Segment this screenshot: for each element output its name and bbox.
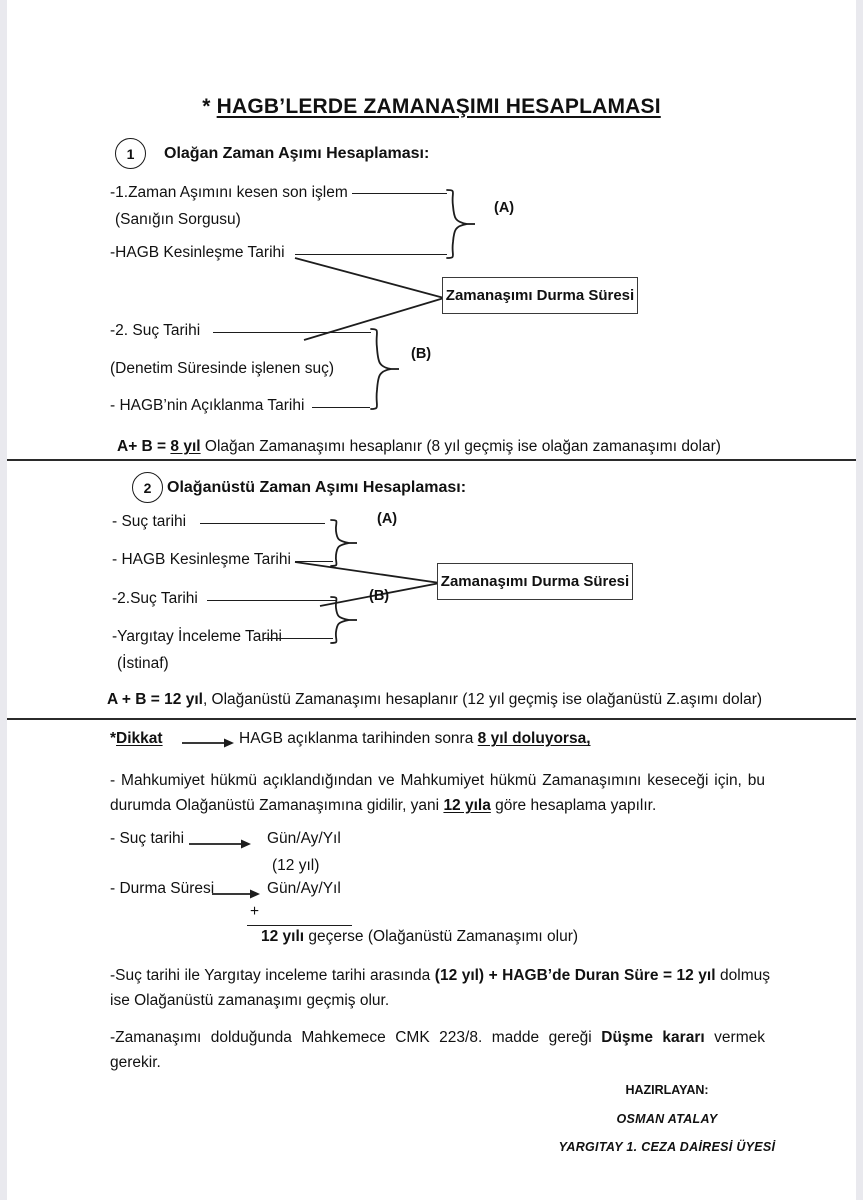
section-1-number: 1 <box>126 145 135 162</box>
section-2-group-a-label: (A) <box>377 511 398 527</box>
leader-line-s1a1 <box>352 193 447 194</box>
leader-line-s1b1 <box>213 332 371 333</box>
section-2-group-b-item-1: -2.Suç Tarihi <box>112 590 198 607</box>
paragraph-1-part-c: göre hesaplama yapılır. <box>490 797 657 814</box>
leader-line-s2b2 <box>263 638 333 639</box>
leader-line-s1a2 <box>295 254 447 255</box>
section-3-paragraph-1: - Mahkumiyet hükmü açıklandığından ve Ma… <box>110 768 765 818</box>
leader-line-s2a1 <box>200 523 325 524</box>
calc-plus-sign: + <box>250 903 260 920</box>
section-1-durma-box-label: Zamanaşımı Durma Süresi <box>445 287 635 304</box>
dikkat-text-prefix: HAGB açıklanma tarihinden sonra <box>239 730 478 747</box>
calc-result-rest: geçerse (Olağanüstü Zamanaşımı olur) <box>304 928 579 945</box>
section-2-durma-box-label: Zamanaşımı Durma Süresi <box>440 573 630 590</box>
section-1-summary: A+ B = 8 yıl Olağan Zamanaşımı hesaplanı… <box>117 438 721 456</box>
section-1-group-a-item-3: -HAGB Kesinleşme Tarihi <box>110 244 285 261</box>
connector-section-2-to-box <box>294 561 441 607</box>
section-2-summary-highlight: 12 yıl <box>164 691 203 708</box>
section-1-number-badge: 1 <box>115 138 146 169</box>
section-2-summary-suffix: , Olağanüstü Zamanaşımı hesaplanır (12 y… <box>202 691 763 708</box>
section-2-group-a-item-1: - Suç tarihi <box>112 513 187 530</box>
calc-row-1-value: Gün/Ay/Yıl <box>267 830 341 847</box>
section-2-group-b-label: (B) <box>369 588 390 604</box>
title-text: HAGB’LERDE ZAMANAŞIMI HESAPLAMASI <box>216 95 661 118</box>
section-1-group-a-item-2: (Sanığın Sorgusu) <box>115 211 241 228</box>
leader-line-s1b2 <box>312 407 370 408</box>
title-asterisk: * <box>202 95 211 118</box>
paragraph-1-part-a: - Mahkumiyet hükmü açıklandığından ve Ma… <box>110 772 765 814</box>
paragraph-2-part-c: dolmuş ise Olağanüstü zamanaşımı geçmiş … <box>110 967 770 1009</box>
section-2-group-a-item-2: - HAGB Kesinleşme Tarihi <box>112 551 291 568</box>
dikkat-text: HAGB açıklanma tarihinden sonra 8 yıl do… <box>239 730 591 748</box>
section-1-group-b-item-3: - HAGB’nin Açıklanma Tarihi <box>110 397 305 414</box>
signature-title: YARGITAY 1. CEZA DAİRESİ ÜYESİ <box>558 1140 776 1154</box>
section-2-heading: Olağanüstü Zaman Aşımı Hesaplaması: <box>167 479 467 496</box>
paragraph-3-part-a: -Zamanaşımı dolduğunda Mahkemece CMK 223… <box>110 1029 602 1046</box>
section-1-summary-suffix: Olağan Zamanaşımı hesaplanır (8 yıl geçm… <box>200 438 721 455</box>
calc-row-2-value: (12 yıl) <box>272 857 320 874</box>
calc-sum-rule <box>247 925 352 926</box>
calc-result: 12 yılı geçerse (Olağanüstü Zamanaşımı o… <box>261 928 578 946</box>
paragraph-3-part-c: vermek gerekir. <box>110 1029 765 1071</box>
dikkat-asterisk: * <box>110 730 117 747</box>
section-1-group-a-label: (A) <box>494 200 515 216</box>
section-2-group-b-item-2: -Yargıtay İnceleme Tarihi <box>112 628 283 645</box>
paragraph-2-highlight: (12 yıl) + HAGB’de Duran Süre = 12 yıl <box>434 967 716 984</box>
calc-arrow-1-icon <box>189 838 251 850</box>
section-2-number-badge: 2 <box>132 472 163 503</box>
divider-1 <box>7 459 856 461</box>
calc-row-3-label: - Durma Süresi <box>110 880 215 897</box>
section-1-durma-box: Zamanaşımı Durma Süresi <box>442 277 638 314</box>
section-1-group-b-item-2: (Denetim Süresinde işlenen suç) <box>110 360 334 377</box>
section-1-group-b-item-1: -2. Suç Tarihi <box>110 322 201 339</box>
section-3-paragraph-3: -Zamanaşımı dolduğunda Mahkemece CMK 223… <box>110 1025 765 1075</box>
brace-section-1-group-a <box>445 188 477 260</box>
brace-section-2-group-a <box>329 518 359 568</box>
brace-section-2-group-b <box>329 595 359 645</box>
section-2-summary: A + B = 12 yıl, Olağanüstü Zamanaşımı he… <box>107 691 762 709</box>
dikkat-arrow-icon <box>182 737 234 749</box>
paragraph-3-highlight: Düşme kararı <box>601 1029 705 1046</box>
section-2-number: 2 <box>143 479 152 496</box>
signature-name: OSMAN ATALAY <box>616 1112 718 1126</box>
dikkat-row: *Dikkat <box>110 730 163 748</box>
brace-section-1-group-b <box>369 327 401 411</box>
section-2-summary-prefix: A + B = <box>107 691 165 708</box>
paragraph-2-part-a: -Suç tarihi ile Yargıtay inceleme tarihi… <box>110 967 435 984</box>
divider-2 <box>7 718 856 720</box>
calc-arrow-2-icon <box>212 888 260 900</box>
signature-prepared-by: HAZIRLAYAN: <box>625 1083 709 1097</box>
section-1-group-a-item-1: -1.Zaman Aşımını kesen son işlem <box>110 184 348 201</box>
calc-row-1-label: - Suç tarihi <box>110 830 185 847</box>
calc-result-bold: 12 yılı <box>261 928 305 945</box>
dikkat-text-highlight: 8 yıl doluyorsa, <box>477 730 591 747</box>
section-1-summary-highlight: 8 yıl <box>170 438 201 455</box>
section-2-group-b-item-3: (İstinaf) <box>117 655 169 672</box>
section-2-durma-box: Zamanaşımı Durma Süresi <box>437 563 633 600</box>
dikkat-label: Dikkat <box>116 730 163 747</box>
calc-row-3-value: Gün/Ay/Yıl <box>267 880 341 897</box>
leader-line-s2b1 <box>207 600 337 601</box>
section-3-paragraph-2: -Suç tarihi ile Yargıtay inceleme tarihi… <box>110 963 770 1013</box>
section-1-summary-prefix: A+ B = <box>117 438 171 455</box>
leader-line-s2a2 <box>295 561 333 562</box>
section-1-group-b-label: (B) <box>411 346 432 362</box>
paragraph-1-highlight: 12 yıla <box>443 797 491 814</box>
section-1-heading: Olağan Zaman Aşımı Hesaplaması: <box>164 145 430 162</box>
page-title: * HAGB’LERDE ZAMANAŞIMI HESAPLAMASI <box>7 95 856 119</box>
